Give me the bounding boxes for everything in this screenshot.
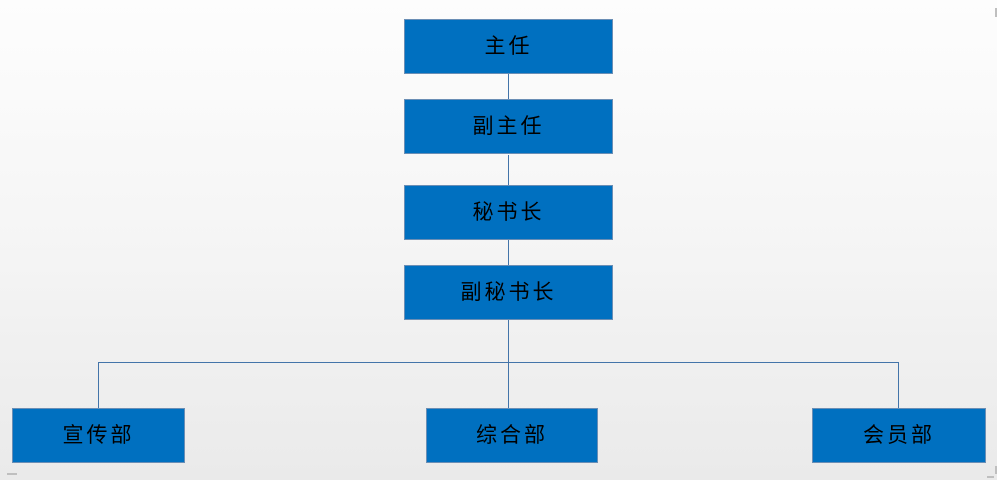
org-node-director[interactable]: 主任 [404,19,613,74]
org-node-deputy-director[interactable]: 副主任 [404,99,613,154]
artifact-mark [987,476,994,478]
org-node-membership-dept-label: 会员部 [863,423,935,447]
connector-drop-general [508,362,509,408]
org-node-publicity-dept[interactable]: 宣传部 [12,408,185,463]
org-node-publicity-dept-label: 宣传部 [62,423,135,447]
connector-drop-publicity [98,362,99,408]
org-node-general-dept-label: 综合部 [476,423,548,447]
artifact-mark [995,466,997,474]
org-node-membership-dept[interactable]: 会员部 [812,408,986,463]
org-node-deputy-director-label: 副主任 [472,114,545,138]
connector-secretary-depsec [508,240,509,265]
org-node-deputy-secretary-general[interactable]: 副秘书长 [404,265,613,320]
connector-depsec-stem [508,320,509,362]
org-node-general-dept[interactable]: 综合部 [426,408,598,463]
org-node-director-label: 主任 [484,34,533,58]
artifact-mark [995,8,997,17]
connector-drop-membership [898,362,899,408]
org-node-secretary-general[interactable]: 秘书长 [404,185,613,240]
artifact-mark [7,473,17,475]
connector-deputy-secretary [508,155,509,185]
org-node-deputy-secretary-general-label: 副秘书长 [460,280,557,304]
connector-branch-bar [98,362,899,363]
connector-director-deputy [508,74,509,99]
org-node-secretary-general-label: 秘书长 [472,200,545,224]
